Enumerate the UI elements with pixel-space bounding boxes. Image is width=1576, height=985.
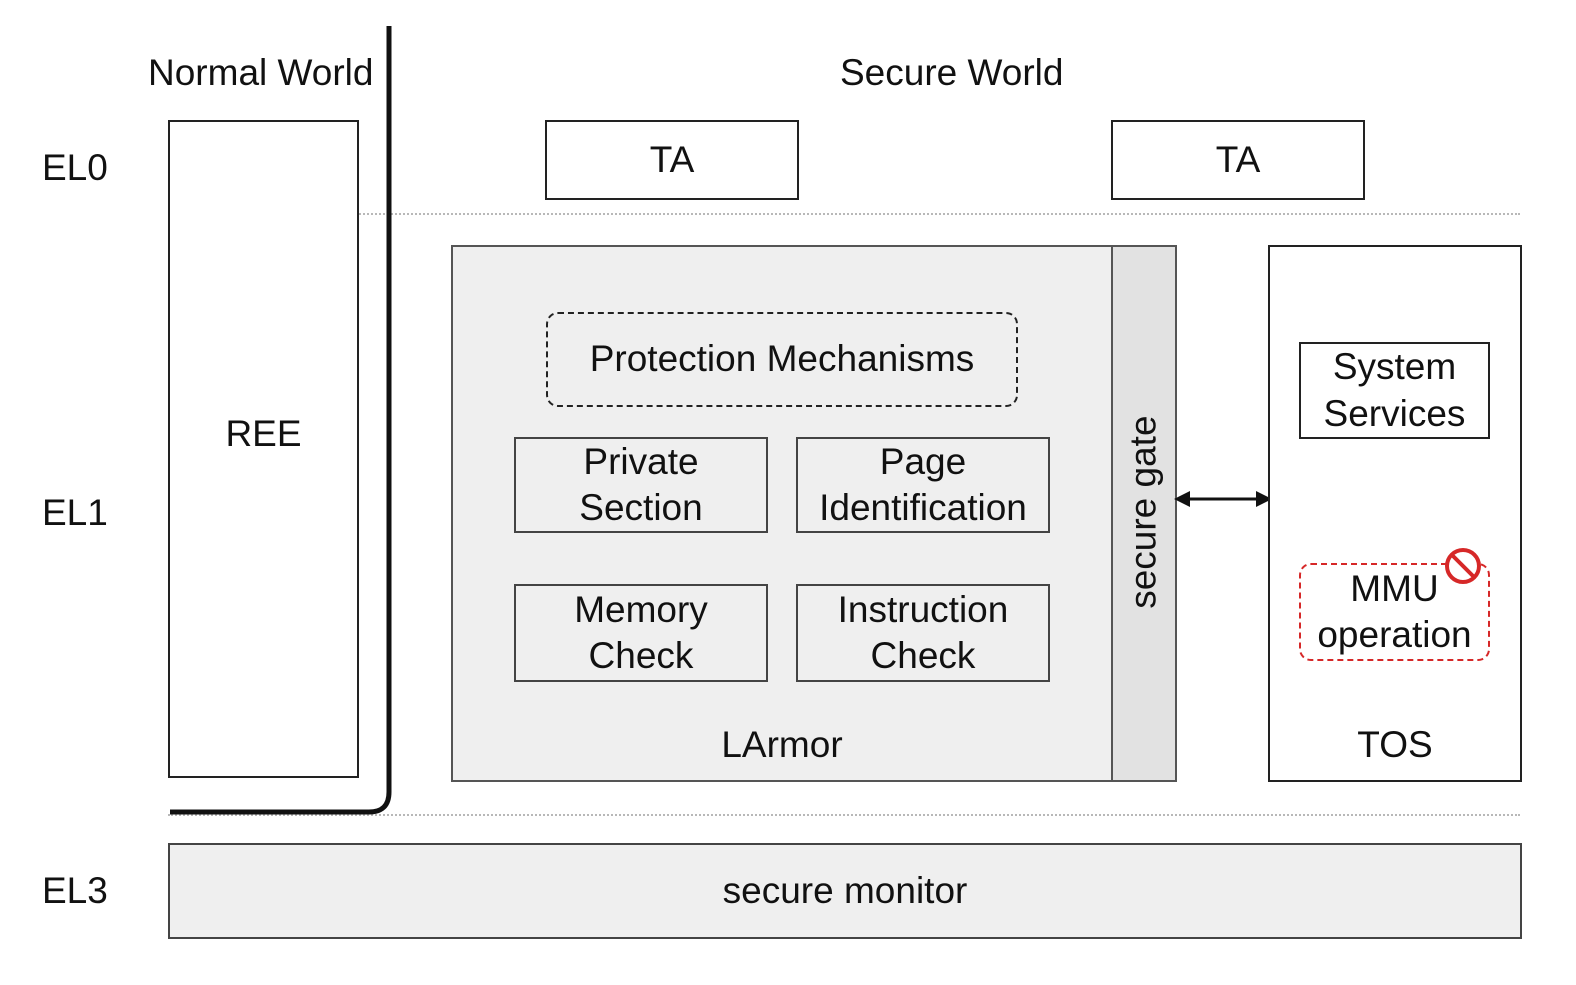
tos-label: TOS: [1357, 724, 1433, 765]
mmu-operation-box: MMU operation: [1299, 563, 1490, 661]
ta-left-label: TA: [649, 138, 695, 180]
el0-el1-separator: [168, 213, 1520, 215]
larmor-label: LArmor: [721, 724, 843, 765]
system-services-line1: System: [1332, 346, 1457, 388]
level-label-el3: EL3: [42, 870, 108, 911]
ta-right-label: TA: [1215, 138, 1261, 180]
secure-gate-label: secure gate: [1122, 415, 1164, 609]
el1-el3-separator: [168, 814, 1520, 816]
mmu-operation-line1: MMU: [1350, 567, 1439, 609]
ree-box: REE: [168, 120, 359, 778]
private-section-line2: Section: [579, 487, 703, 528]
normal-world-title: Normal World: [148, 52, 374, 93]
private-section-box: Private Section: [514, 437, 768, 533]
memory-check-line2: Check: [588, 635, 694, 676]
world-divider: [170, 26, 392, 815]
level-label-el0: EL0: [42, 147, 108, 188]
ta-box-left: TA: [545, 120, 799, 200]
private-section-line1: Private: [583, 440, 699, 482]
secure-monitor-box: secure monitor: [168, 843, 1522, 939]
instruction-check-box: Instruction Check: [796, 584, 1050, 682]
protection-mechanisms-label: Protection Mechanisms: [589, 338, 975, 380]
secure-gate-strip: [1111, 245, 1177, 782]
page-identification-box: Page Identification: [796, 437, 1050, 533]
secure-monitor-label: secure monitor: [722, 869, 968, 911]
page-identification-line1: Page: [879, 440, 967, 482]
mmu-operation-line2: operation: [1317, 614, 1472, 655]
system-services-line2: Services: [1323, 392, 1466, 434]
tos-box: [1268, 245, 1522, 782]
double-arrow-icon: [1174, 491, 1272, 507]
memory-check-line1: Memory: [574, 588, 708, 630]
memory-check-box: Memory Check: [514, 584, 768, 682]
no-entry-icon: [1445, 548, 1481, 584]
secure-world-title: Secure World: [840, 52, 1064, 93]
instruction-check-line2: Check: [870, 635, 976, 676]
ree-label: REE: [225, 412, 302, 454]
instruction-check-line1: Instruction: [837, 588, 1009, 630]
protection-mechanisms-box: Protection Mechanisms: [546, 312, 1018, 407]
system-services-box: System Services: [1299, 342, 1490, 439]
level-label-el1: EL1: [42, 492, 108, 533]
page-identification-line2: Identification: [819, 487, 1027, 528]
ta-box-right: TA: [1111, 120, 1365, 200]
